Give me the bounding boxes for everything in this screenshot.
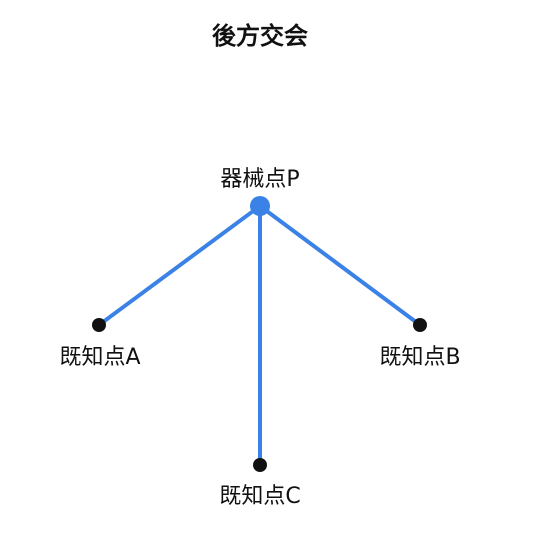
- known-point-c-marker: [253, 458, 267, 472]
- sight-rays: [97, 204, 422, 467]
- ray-to-known-point-a: [97, 204, 262, 327]
- known-point-c-label: 既知点C: [219, 484, 300, 509]
- known-point-b-label: 既知点B: [379, 345, 460, 370]
- known-point-a-marker: [92, 318, 106, 332]
- known-point-b-marker: [413, 318, 427, 332]
- instrument-point-marker: [250, 196, 270, 216]
- diagram-title: 後方交会: [212, 22, 308, 50]
- ray-to-known-point-b: [258, 204, 422, 327]
- instrument-point-label: 器械点P: [220, 167, 299, 192]
- known-points: [92, 318, 427, 472]
- known-point-a-label: 既知点A: [59, 345, 140, 370]
